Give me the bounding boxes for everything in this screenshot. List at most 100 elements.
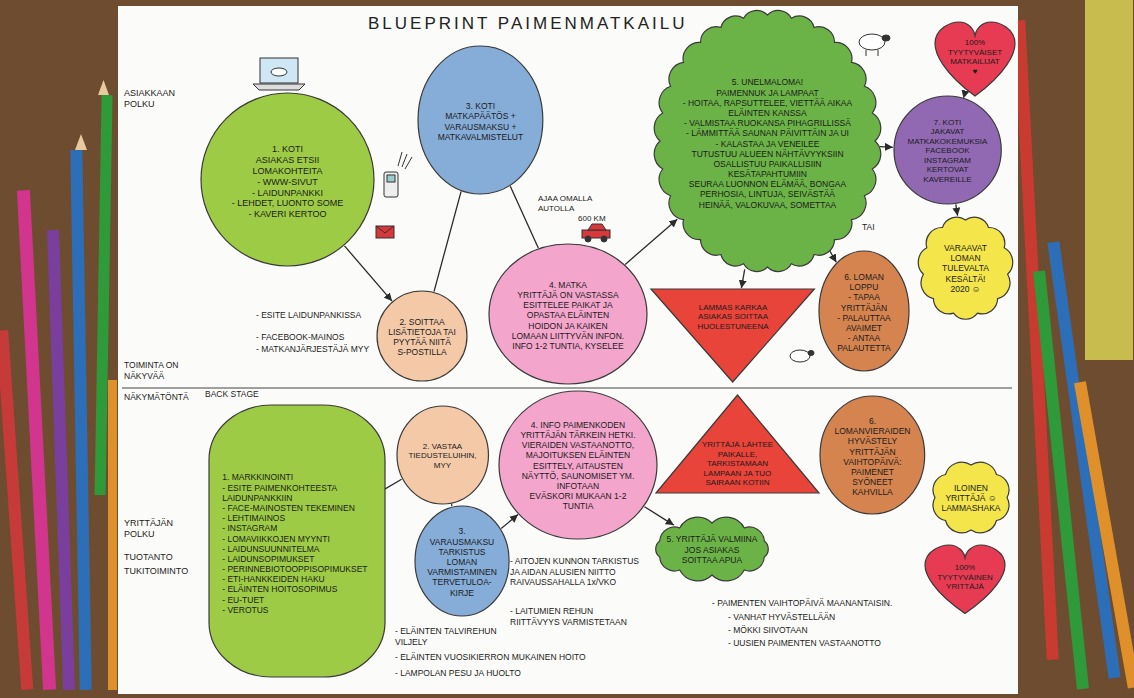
node-outline [656,517,769,581]
node-text: - ESITE PAIMENKOHTEESTA LAIDUNPANKKIIN [222,483,372,503]
node-outline [489,244,647,384]
pencils-left [0,80,117,690]
node-text: - INSTAGRAM [222,523,372,533]
envelope-icon [376,226,394,238]
node-text: EVÄSKORI MUKAAN 1-2 TUNTIA [520,491,635,511]
node-text: 100% TYYTYVÄISET MATKAILIJAT ♥ [947,38,1003,76]
node-text: - KAVERI KERTOO [225,209,351,220]
node-text: - ETI-HANKKEIDEN HAKU [222,574,372,584]
connector [956,204,958,215]
phone-icon [384,152,412,197]
node-text: 6. LOMAN LOPPU [830,272,898,292]
annotation-text: - ELÄINTEN VUOSIKIERRON MUKAINEN HOITO [395,652,610,663]
cloud-node: 5. UNELMALOMA!PAIMENNUK JA LAMPAAT- HOIT… [655,10,880,272]
annotation-text: NÄKYMÄTÖNTÄ [124,392,204,403]
node-content: 4. MATKAYRITTÄJÄ ON VASTASSA ESITTELEE P… [510,280,625,351]
connector [741,269,744,288]
node-content: 3. VARAUSMAKSU TARKISTUS LOMAN VARMISTAM… [425,526,498,597]
node-content: 2. VASTAA TIEDUSTELUIHIN, MYY [407,442,478,471]
annotation-text: TOIMINTA ON NÄKYVÄÄ [124,360,196,381]
connector [880,146,893,148]
node-text: - KALASTAA JA VENEILEE [682,139,853,149]
annotation-text: AJAA OMALLA AUTOLLA [538,194,618,214]
node-text: JAKAVAT MATKAKOKEMUKSIA FACEBOOK INSTAGR… [906,127,989,185]
node-text: 5. UNELMALOMA! [682,77,853,87]
node-content: ILOINEN YRITTÄJÄ ☺ LAMMASHAKA [941,483,1000,514]
node-text: - LEHTIMAINOS [222,513,372,523]
connector [645,507,674,525]
node-content: 100% TYYTYVÄINEN YRITTÄJÄ [937,563,993,592]
node-outline [415,506,509,616]
triangle-node: LAMMAS KARKAA ASIAKAS SOITTAA HUOLESTUNE… [650,288,815,383]
node-outline [933,462,1009,533]
node-text: - LAIDUNPANKKI [225,188,351,199]
node-text: - ANTAA PALAUTETTA [830,333,898,353]
node-text: YRITTÄJÄN VAIHTOPÄIVÄ: PAIMENET SYÖNEET … [833,447,912,498]
paper-sheet [118,6,1018,694]
visibility-line [122,387,1012,388]
sheep-icon [859,34,890,56]
node-text: 7. KOTI [906,118,989,128]
annotation-text: - ESITE LAIDUNPANKISSA [256,310,376,321]
annotation-text: ASIAKKAAN POLKU [124,88,199,111]
node-text: - EU-TUET [222,595,372,605]
ellipse-node: 6. LOMANVIERAIDEN HYVÄSTELYYRITTÄJÄN VAI… [819,395,926,515]
connector [830,250,837,262]
node-text: - LÄMMITTÄÄ SAUNAN PÄIVITTÄIN JA UI [682,128,853,138]
car-icon [582,224,610,242]
annotation-text: BACK STAGE [205,389,275,400]
node-text: ILOINEN YRITTÄJÄ ☺ LAMMASHAKA [941,483,1000,514]
annotation-text: - VANHAT HYVÄSTELLÄÄN [728,612,908,623]
node-outline [819,251,909,371]
node-text: YRITTÄJÄ LÄHTEE PAIKALLE, TARKISTAMAAN L… [701,440,774,488]
node-text: 2020 ☺ [931,284,999,294]
node-text: YRITTÄJÄ ON VASTASSA ESITTELEE PAIKAT JA… [510,290,625,351]
node-text: 4. INFO PAIMENKODEN YRITTÄJÄN TÄRKEIN HE… [520,420,635,491]
node-outline [654,10,881,271]
ellipse-node: 1. KOTIASIAKAS ETSII LOMAKOHTEITA- WWW-S… [200,92,375,267]
node-outline [650,288,815,383]
node-text: 4. MATKA [510,280,625,290]
node-text: - VEROTUS [222,605,372,615]
node-outline [499,391,657,539]
node-text: MATKAPÄÄTÖS + VARAUSMAKSU + MATKAVALMIST… [436,111,525,142]
node-content: LAMMAS KARKAA ASIAKAS SOITTAA HUOLESTUNE… [697,303,770,332]
annotation-text: - LAMPOLAN PESU JA HUOLTO [395,668,595,679]
node-text: - PERINNEBIOTOOPPISOPIMUKSET [222,564,372,574]
node-content: 3. KOTIMATKAPÄÄTÖS + VARAUSMAKSU + MATKA… [436,101,525,142]
ellipse-node: 2. SOITTAA LISÄTIETOJA TAI PYYTÄÄ NIITÄ … [376,290,468,382]
node-text: - LAIDUNSUUNNITELMA [222,544,372,554]
node-content: 5. YRITTÄJÄ VALMIINA JOS ASIAKAS SOITTAA… [666,534,757,565]
node-text: 5. YRITTÄJÄ VALMIINA JOS ASIAKAS SOITTAA… [666,534,757,565]
node-content: 1. MARKKINOINTI- ESITE PAIMENKOHTEESTA L… [222,472,372,615]
pencils-right [1013,0,1134,689]
node-text: 1. KOTI [225,144,351,155]
cloud-node: ILOINEN YRITTÄJÄ ☺ LAMMASHAKA [930,460,1012,535]
node-outline [925,545,1005,613]
node-text: - VALMISTAA RUOKANSA PIHAGRILLISSÄ [682,118,853,128]
node-text: - ELÄINTEN HOITOSOPIMUS [222,584,372,594]
annotation-text: TUKITOIMINTO [124,566,206,577]
node-text: - TAPAA YRITTÄJÄN [830,292,898,312]
node-content: 100% TYYTYVÄISET MATKAILIJAT ♥ [947,38,1003,76]
node-outline [209,405,385,677]
annotation-text: - AITOJEN KUNNON TARKISTUS JA AIDAN ALUS… [510,556,645,588]
annotation-text: - MÖKKI SIIVOTAAN [728,625,908,636]
node-text: - PALAUTTAA AVAIMET [830,313,898,333]
node-text: LAMMAS KARKAA ASIAKAS SOITTAA HUOLESTUNE… [697,303,770,332]
sheep-icon [790,350,814,362]
node-content: 6. LOMAN LOPPU- TAPAA YRITTÄJÄN- PALAUTT… [830,272,898,354]
laptop-icon [253,58,305,90]
node-text: ASIAKAS ETSII LOMAKOHTEITA [225,155,351,177]
node-text: PAIMENNUK JA LAMPAAT [682,88,853,98]
node-outline [397,406,488,504]
node-outline [418,46,543,194]
node-text: - FACE-MAINOSTEN TEKEMINEN [222,503,372,513]
ellipse-node: 4. INFO PAIMENKODEN YRITTÄJÄN TÄRKEIN HE… [498,390,658,540]
node-text: 100% TYYTYVÄINEN YRITTÄJÄ [937,563,993,592]
node-text: 2. SOITTAA LISÄTIETOJA TAI PYYTÄÄ NIITÄ … [388,317,456,358]
node-text: 3. KOTI [436,101,525,111]
node-outline [651,289,814,382]
node-content: 5. UNELMALOMA!PAIMENNUK JA LAMPAAT- HOIT… [682,77,853,209]
node-content: YRITTÄJÄ LÄHTEE PAIKALLE, TARKISTAMAAN L… [701,440,774,488]
